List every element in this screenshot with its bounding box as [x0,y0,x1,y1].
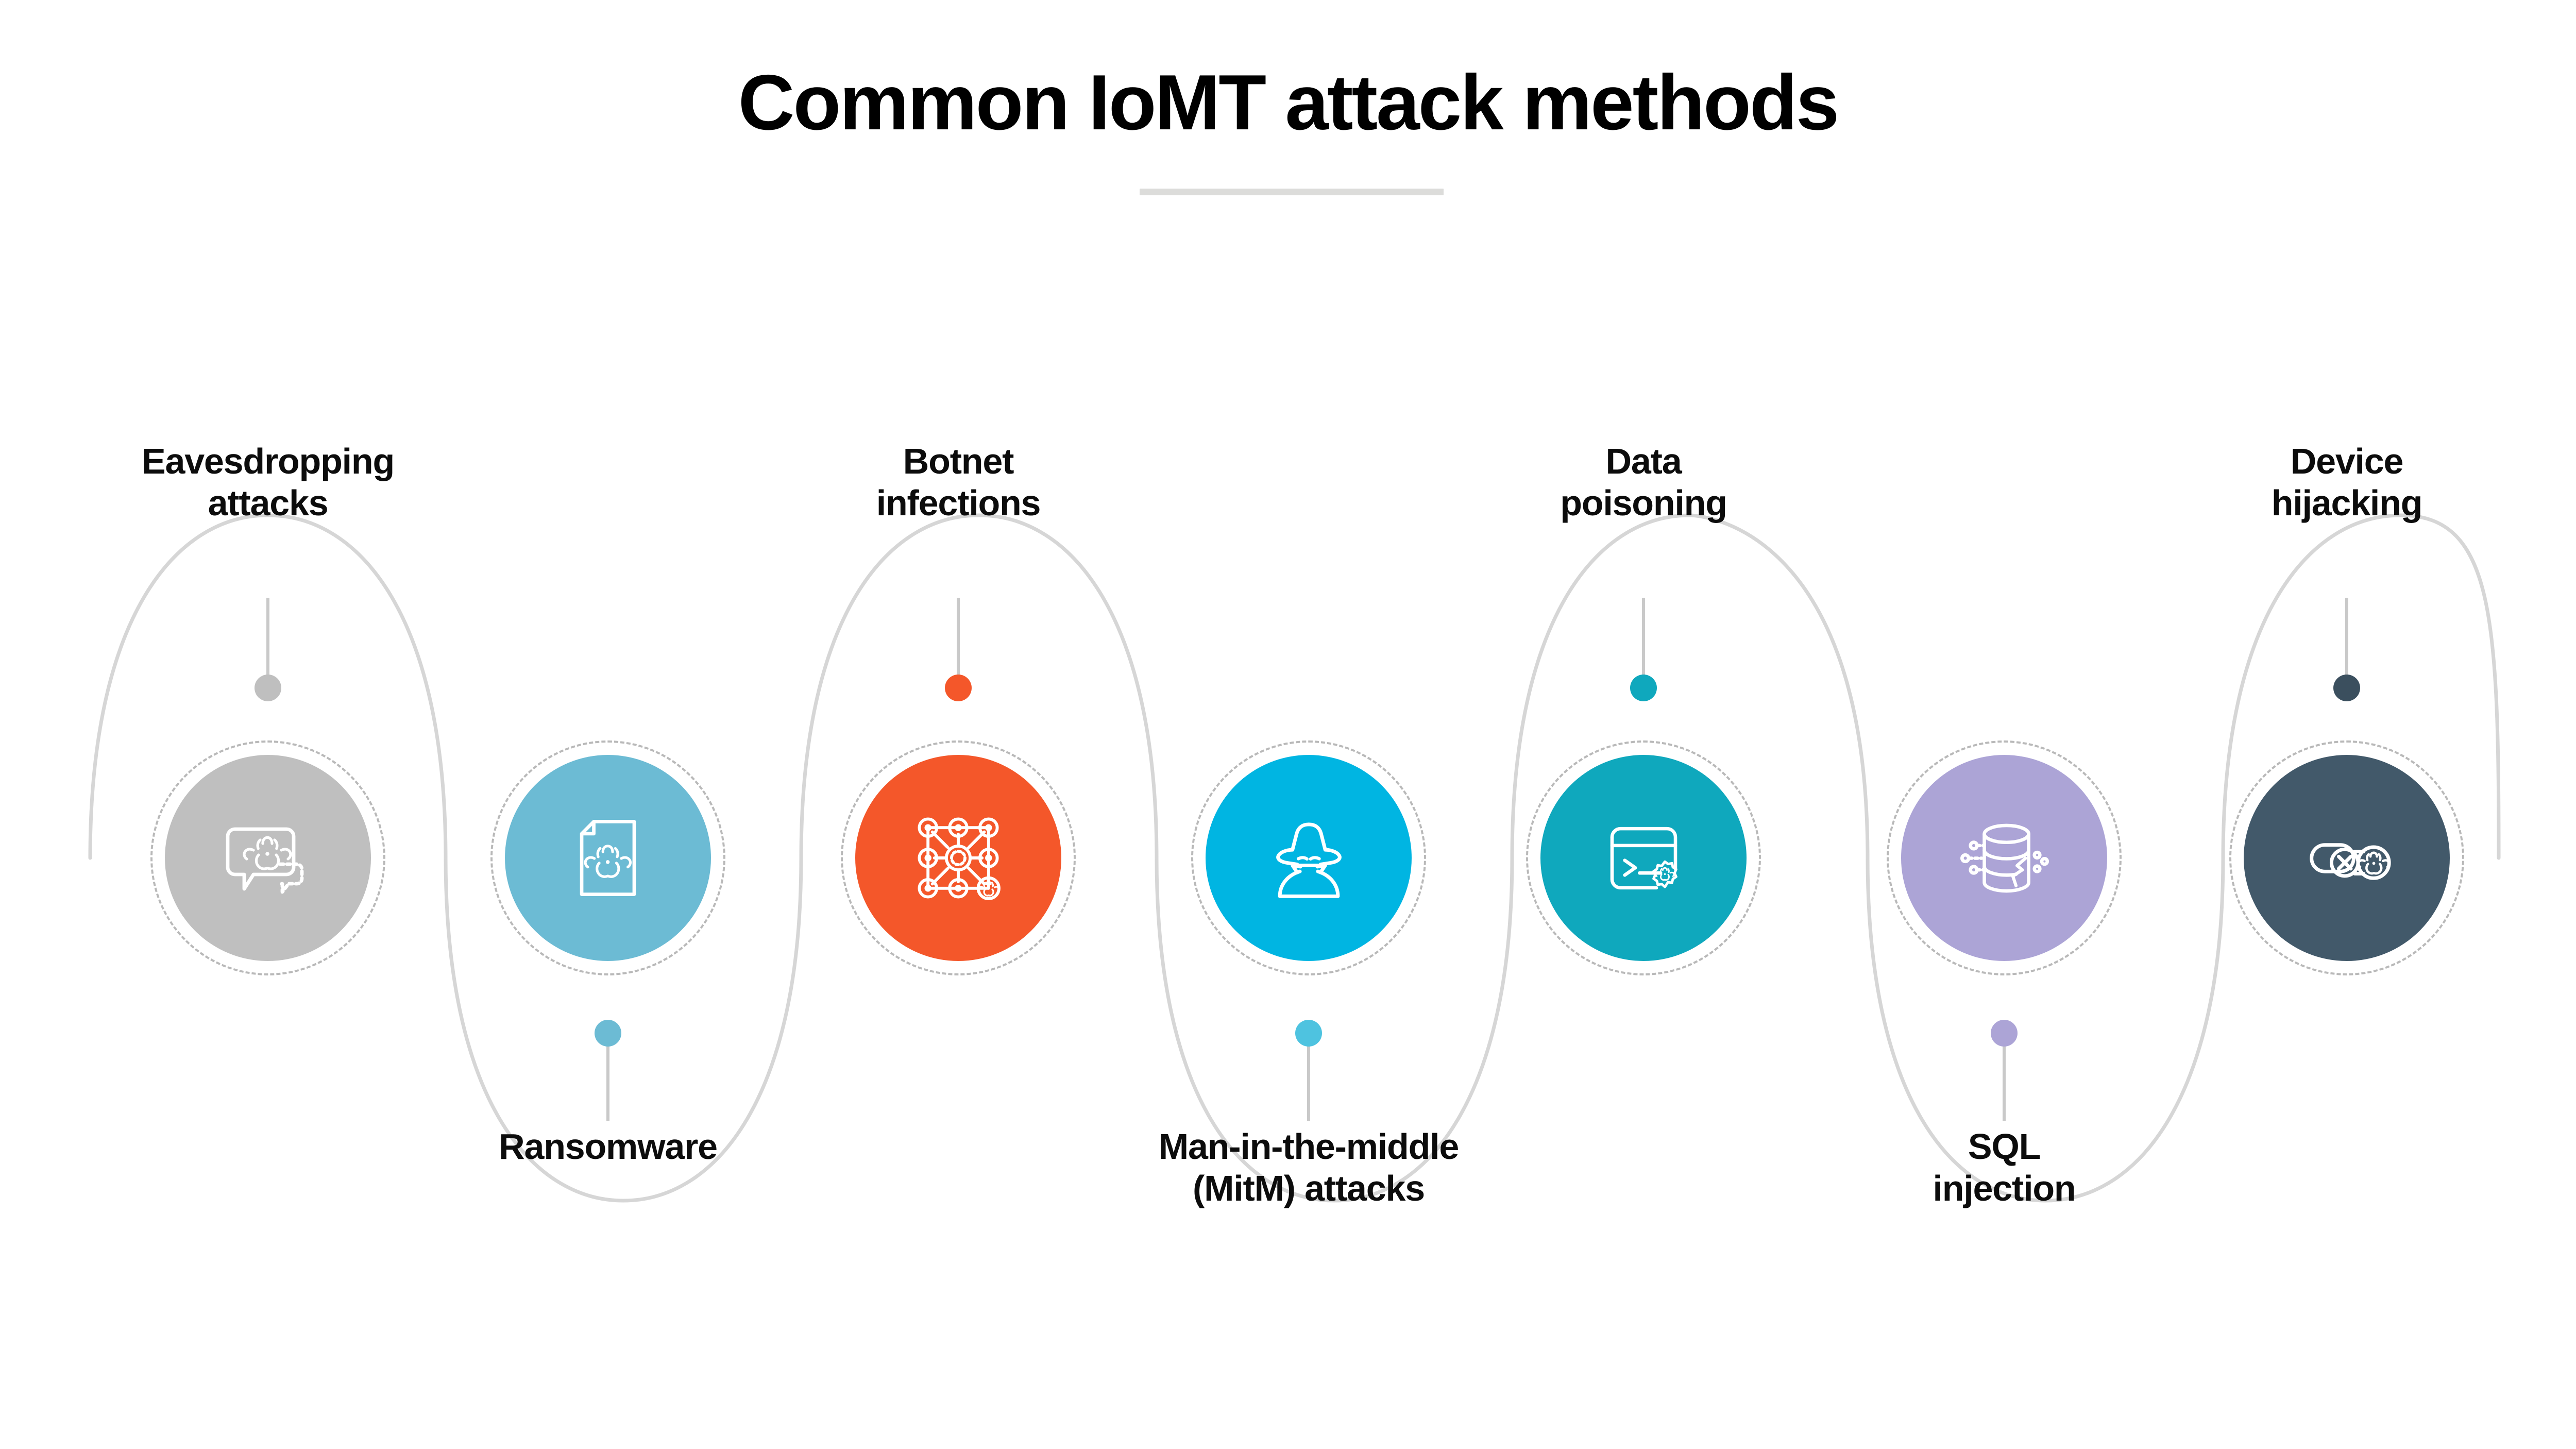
node-disc[interactable] [2244,755,2450,961]
terminal-gear-biohazard-icon [1610,827,1677,889]
cracked-database-icon [1960,823,2049,892]
label-eavesdropping-attacks: Eavesdropping attacks [141,441,395,523]
node-dotted-ring [490,740,725,975]
label-mitm-attacks: Man-in-the-middle (MitM) attacks [1158,1126,1460,1208]
node-dotted-ring [1526,740,1761,975]
network-mesh-virus-icon [918,817,1001,900]
timeline-wave-path [88,513,2501,1203]
wave-dot-7 [2333,675,2360,701]
wave-dot-1 [255,675,281,701]
page-title: Common IoMT attack methods [738,59,1840,146]
title-block: Common IoMT attack methods [0,59,2576,146]
speech-bubble-biohazard-icon [226,827,304,894]
label-device-hijacking: Device hijacking [2271,441,2423,523]
label-data-poisoning: Data poisoning [1560,441,1727,523]
spy-hacker-icon [1276,822,1342,898]
node-disc[interactable] [1901,755,2107,961]
wave-dot-6 [1991,1020,2018,1047]
node-disc[interactable] [855,755,1061,961]
broken-chain-biohazard-icon [2309,843,2391,880]
wave-dot-5 [1630,675,1657,701]
node-dotted-ring [150,740,385,975]
node-disc[interactable] [165,755,371,961]
node-dotted-ring [841,740,1076,975]
wave-dot-4 [1295,1020,1322,1047]
wave-dot-3 [945,675,972,701]
label-sql-injection: SQL injection [1933,1126,2076,1208]
node-disc[interactable] [1540,755,1747,961]
wave-dot-2 [595,1020,621,1047]
node-dotted-ring [1191,740,1426,975]
node-dotted-ring [2229,740,2464,975]
node-disc[interactable] [505,755,711,961]
node-dotted-ring [1887,740,2122,975]
node-disc[interactable] [1206,755,1412,961]
label-botnet-infections: Botnet infections [876,441,1041,523]
title-underline-rule [1140,189,1444,195]
label-ransomware: Ransomware [499,1126,718,1167]
document-biohazard-icon [580,820,636,896]
